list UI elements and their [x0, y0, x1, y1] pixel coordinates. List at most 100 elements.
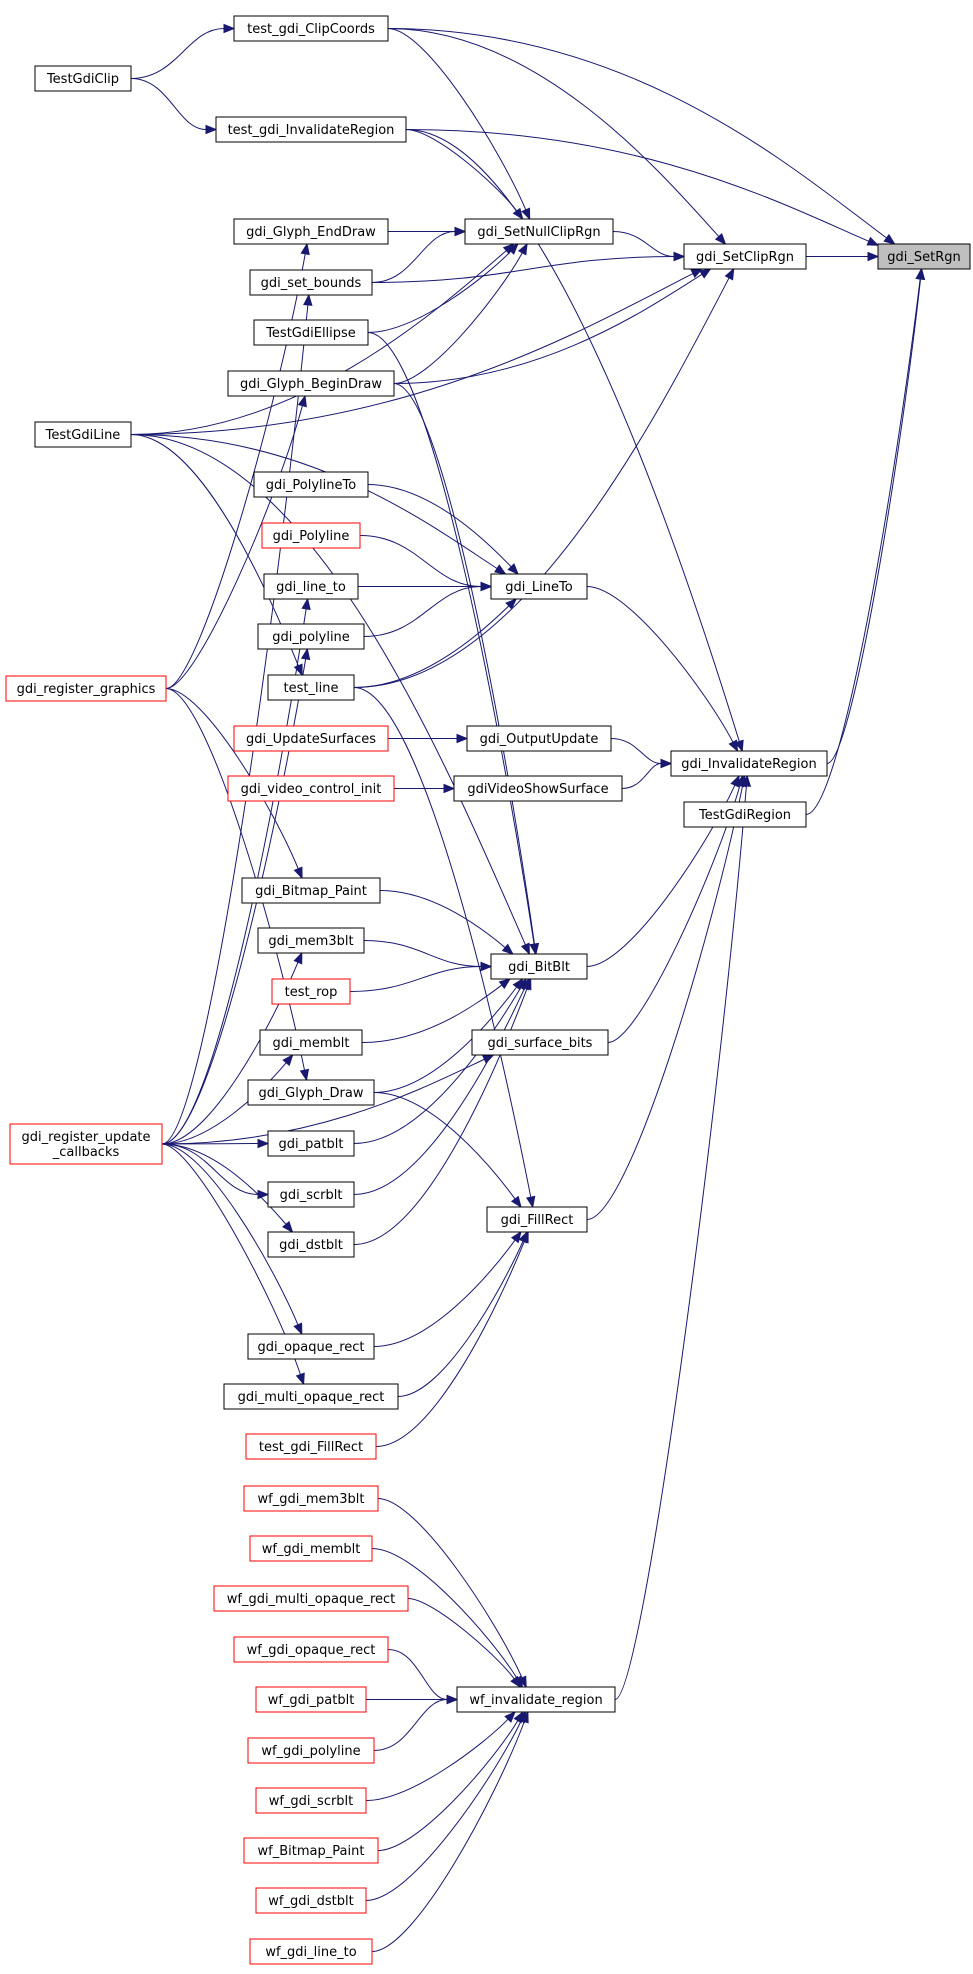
node-test-gdi-fillrect[interactable]: test_gdi_FillRect: [245, 1433, 377, 1460]
node-gdi-glyph-begindraw[interactable]: gdi_Glyph_BeginDraw: [227, 370, 395, 397]
node-gdi-dstblt[interactable]: gdi_dstblt: [267, 1231, 355, 1258]
edge-arrowhead: [507, 563, 519, 575]
edge-line: [379, 890, 506, 948]
node-wf-gdi-multi-opaque-rect[interactable]: wf_gdi_multi_opaque_rect: [213, 1585, 409, 1612]
node-wf-gdi-dstblt[interactable]: wf_gdi_dstblt: [255, 1887, 367, 1914]
node-gdi-surface-bits[interactable]: gdi_surface_bits: [471, 1029, 609, 1056]
node-testgdiregion[interactable]: TestGdiRegion: [683, 801, 807, 828]
edge-line: [387, 1649, 448, 1700]
node-label: gdi_Bitmap_Paint: [255, 884, 367, 899]
edge-testgdiclip-to-test-gdi-clipcoords: [130, 23, 236, 79]
node-test-gdi-invalidateregion[interactable]: test_gdi_InvalidateRegion: [215, 116, 407, 143]
node-gdi-setrgn[interactable]: gdi_SetRgn: [877, 243, 971, 270]
edge-polyline-to-lineto: [359, 535, 493, 592]
edge-wf-invalidate-region-to-invalidateregion: [614, 774, 752, 1700]
node-wf-bitmap-paint[interactable]: wf_Bitmap_Paint: [243, 1837, 379, 1864]
node-box: [464, 218, 614, 245]
node-gdi-set-bounds[interactable]: gdi_set_bounds: [249, 269, 373, 296]
node-gdi-polylineto[interactable]: gdi_PolylineTo: [253, 471, 369, 498]
node-gdi-mem3blt[interactable]: gdi_mem3blt: [257, 927, 365, 954]
edge-line: [377, 1720, 519, 1851]
node-gdi-opaque-rect[interactable]: gdi_opaque_rect: [247, 1333, 375, 1360]
node-gdi-bitblt[interactable]: gdi_BitBlt: [490, 953, 588, 980]
node-gdi-fillrect[interactable]: gdi_FillRect: [486, 1206, 588, 1233]
edge-line: [387, 28, 720, 237]
node-box: [215, 116, 407, 143]
edge-line: [165, 688, 305, 1071]
edge-arrowhead: [443, 783, 456, 794]
node-gdi-register-update-callbacks[interactable]: gdi_register_update_callbacks: [9, 1123, 163, 1165]
node-box: [249, 1535, 373, 1562]
node-test-gdi-clipcoords[interactable]: test_gdi_ClipCoords: [233, 15, 389, 42]
node-label: gdi_line_to: [276, 580, 346, 595]
node-box: [243, 1837, 379, 1864]
node-label: gdi_SetRgn: [887, 250, 961, 265]
edge-arrowhead: [883, 233, 896, 245]
node-gdi-memblt[interactable]: gdi_memblt: [259, 1029, 363, 1056]
node-gdi-updatesurfaces[interactable]: gdi_UpdateSurfaces: [233, 725, 389, 752]
edge-arrowhead: [741, 774, 752, 787]
node-wf-gdi-line-to[interactable]: wf_gdi_line_to: [249, 1938, 373, 1965]
node-label: gdi_polyline: [272, 630, 350, 645]
node-box: [267, 1130, 355, 1157]
node-wf-gdi-mem3blt[interactable]: wf_gdi_mem3blt: [243, 1485, 379, 1512]
node-gdi-bitmap-paint[interactable]: gdi_Bitmap_Paint: [241, 877, 381, 904]
node-gdi-polyline[interactable]: gdi_Polyline: [261, 522, 361, 549]
edge-line: [130, 78, 207, 130]
edge-line: [407, 1598, 515, 1680]
node-gdi-outputupdate[interactable]: gdi_OutputUpdate: [466, 725, 612, 752]
edge-arrowhead: [257, 1138, 270, 1149]
edge-line: [586, 586, 734, 743]
edge-arrowhead: [522, 977, 532, 991]
node-gdi-register-graphics[interactable]: gdi_register_graphics: [5, 675, 167, 702]
edge-arrowhead: [867, 251, 880, 262]
edge-register-update-to-dstblt: [161, 1143, 294, 1234]
edge-arrowhead: [699, 268, 712, 279]
node-test-rop[interactable]: test_rop: [271, 978, 351, 1005]
node-box: [34, 421, 132, 448]
node-label: wf_invalidate_region: [469, 1693, 602, 1708]
node-wf-gdi-scrblt[interactable]: wf_gdi_scrblt: [255, 1787, 367, 1814]
node-test-line[interactable]: test_line: [267, 674, 355, 701]
edge-glyph-begindraw-to-bitblt: [393, 383, 540, 956]
node-gdi-glyph-enddraw[interactable]: gdi_Glyph_EndDraw: [233, 218, 389, 245]
edge-arrowhead: [660, 758, 673, 769]
node-gdi-patblt[interactable]: gdi_patblt: [267, 1130, 355, 1157]
node-gdi-setcliprgn[interactable]: gdi_SetClipRgn: [683, 243, 807, 270]
edge-line: [130, 250, 507, 435]
node-testgdiellipse[interactable]: TestGdiEllipse: [253, 319, 369, 346]
node-gdi-video-control-init[interactable]: gdi_video_control_init: [227, 775, 395, 802]
node-gdi-polyline[interactable]: gdi_polyline: [257, 623, 365, 650]
edge-arrowhead: [915, 267, 925, 280]
node-gdi-scrblt[interactable]: gdi_scrblt: [267, 1181, 355, 1208]
node-wf-gdi-opaque-rect[interactable]: wf_gdi_opaque_rect: [233, 1636, 389, 1663]
edge-arrowhead: [510, 1675, 521, 1689]
edge-line: [373, 1699, 448, 1751]
node-label: gdi_dstblt: [279, 1238, 343, 1253]
edge-arrowhead: [673, 251, 686, 262]
node-gdi-line-to[interactable]: gdi_line_to: [263, 573, 359, 600]
edge-arrowhead: [504, 1711, 516, 1723]
node-gdi-setnullcliprgn[interactable]: gdi_SetNullClipRgn: [464, 218, 614, 245]
edge-line: [405, 129, 870, 242]
node-gdi-multi-opaque-rect[interactable]: gdi_multi_opaque_rect: [223, 1383, 399, 1410]
node-testgdiclip[interactable]: TestGdiClip: [34, 65, 132, 92]
edge-arrowhead: [293, 866, 303, 880]
edge-line: [353, 687, 532, 1198]
edge-arrowhead: [517, 242, 528, 256]
node-wf-gdi-patblt[interactable]: wf_gdi_patblt: [255, 1686, 367, 1713]
node-testgdiline[interactable]: TestGdiLine: [34, 421, 132, 448]
node-wf-gdi-memblt[interactable]: wf_gdi_memblt: [249, 1535, 373, 1562]
edge-updatesurfaces-to-outputupdate: [387, 733, 469, 744]
edge-line: [349, 966, 482, 992]
node-label: gdi_patblt: [279, 1137, 344, 1152]
node-gdi-glyph-draw[interactable]: gdi_Glyph_Draw: [247, 1079, 375, 1106]
edge-lineto-to-invalidateregion: [586, 586, 739, 753]
node-gdi-lineto[interactable]: gdi_LineTo: [490, 573, 588, 600]
node-label: wf_gdi_multi_opaque_rect: [227, 1592, 396, 1607]
node-wf-gdi-polyline[interactable]: wf_gdi_polyline: [247, 1737, 375, 1764]
node-gdi-invalidateregion[interactable]: gdi_InvalidateRegion: [670, 750, 828, 777]
node-gdivideoshowsurface[interactable]: gdiVideoShowSurface: [453, 775, 623, 802]
edge-line: [621, 763, 662, 789]
node-wf-invalidate-region[interactable]: wf_invalidate_region: [456, 1686, 616, 1713]
